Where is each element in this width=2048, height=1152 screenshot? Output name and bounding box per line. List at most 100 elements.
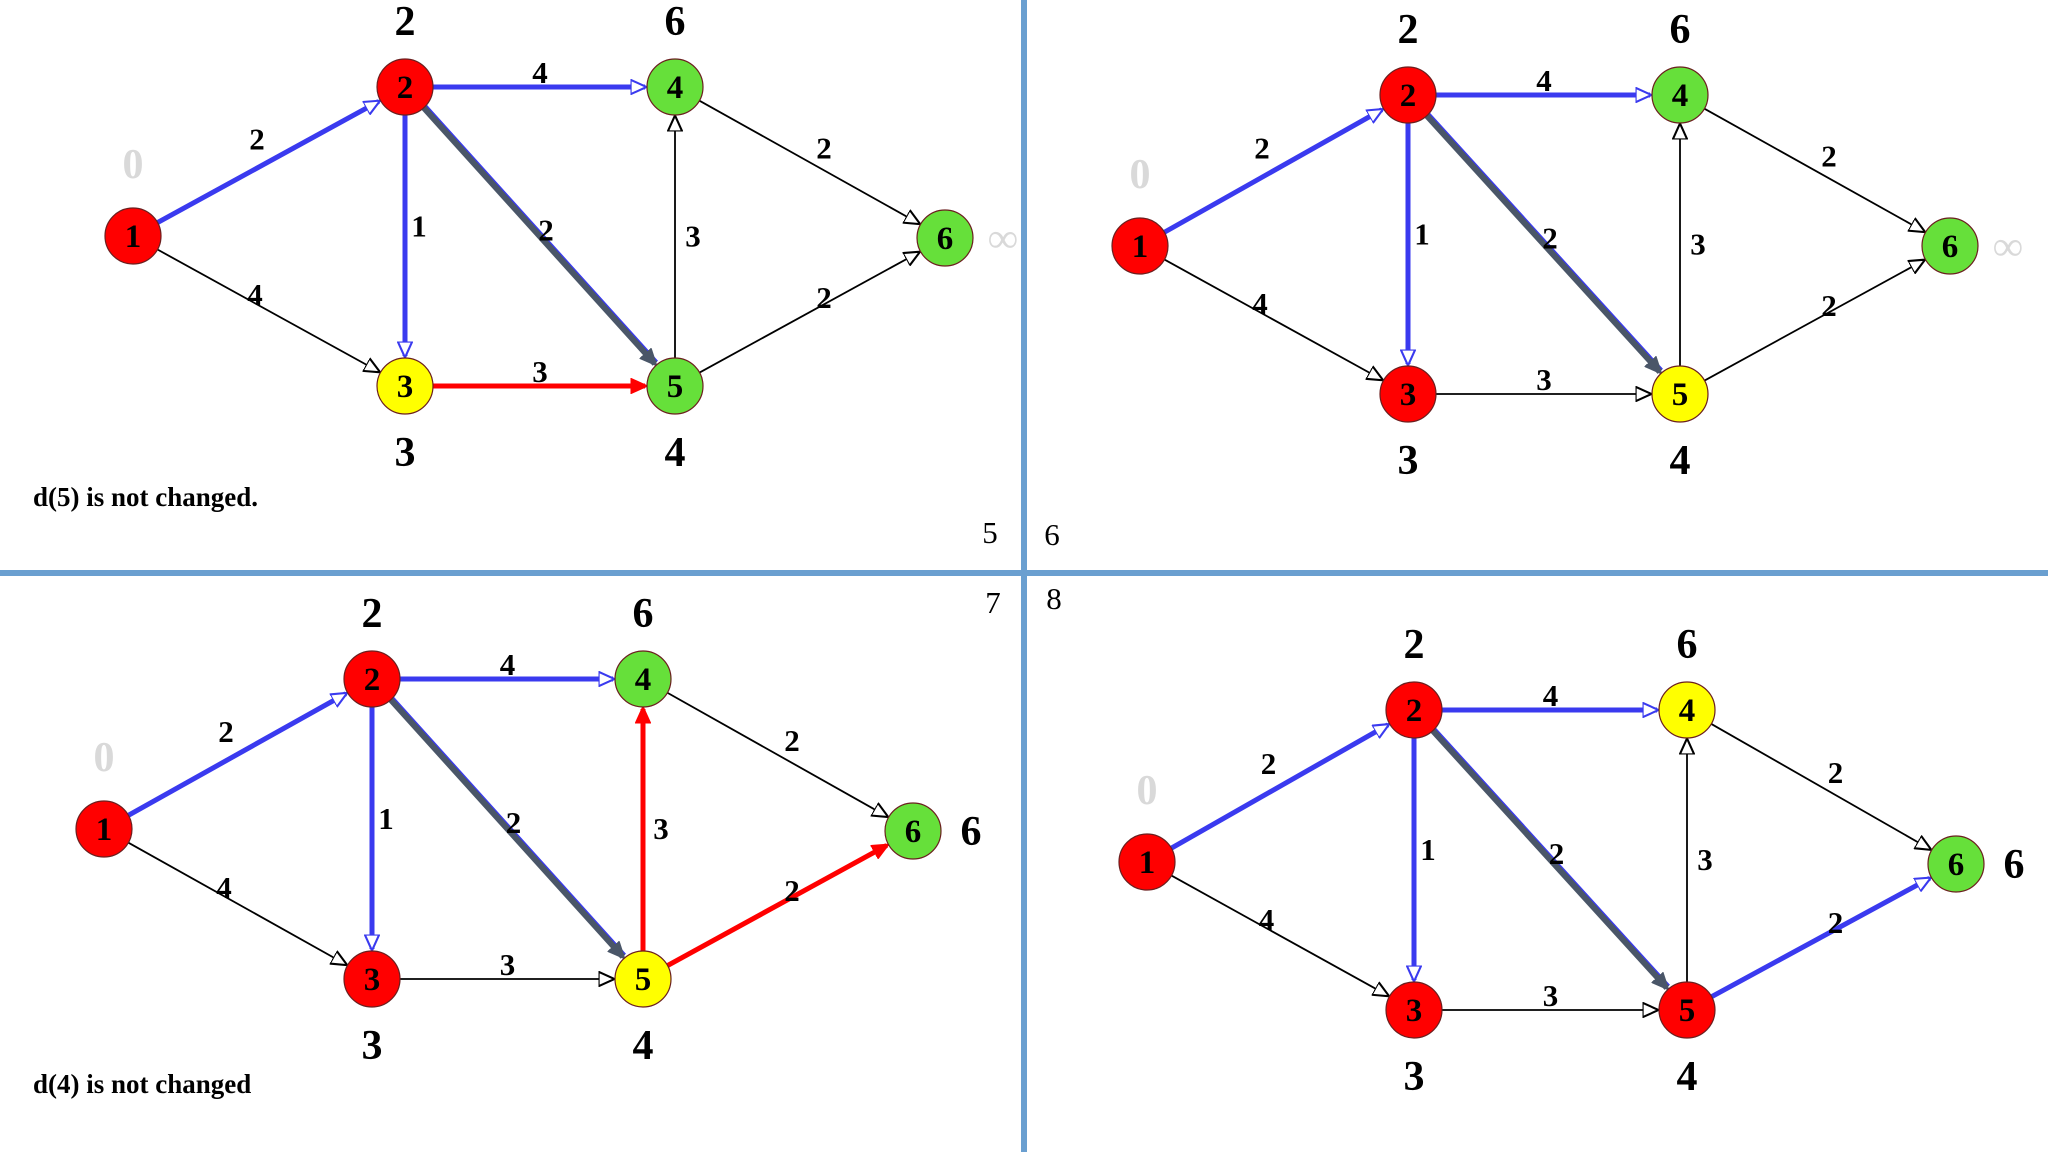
edge-weight-1-2: 2	[1254, 131, 1270, 166]
node-5	[646, 357, 704, 415]
distance-label-node-5: 4	[633, 1023, 654, 1069]
edge-5-6	[699, 252, 919, 374]
edge-2-5	[421, 105, 655, 364]
node-label: 2	[364, 662, 381, 698]
edge-5-6	[1710, 876, 1930, 999]
distance-label-node-4: 6	[1670, 7, 1691, 53]
distance-label-node-3: 3	[1404, 1054, 1425, 1100]
edge-5-6	[666, 843, 887, 968]
panel-number: 7	[985, 585, 1001, 620]
distance-label-node-5: 4	[1677, 1054, 1698, 1100]
edge-weight-5-6: 2	[1821, 288, 1837, 323]
distance-label-node-2: 2	[1398, 7, 1419, 53]
edge-weight-1-3: 4	[247, 277, 263, 312]
panel-number: 5	[982, 515, 998, 550]
edge-weight-1-2: 2	[1261, 746, 1277, 781]
distance-label-node-3: 3	[395, 430, 416, 476]
node-label: 1	[1139, 845, 1156, 881]
node-4	[1651, 66, 1709, 124]
distance-label-node-6: 6	[961, 809, 982, 855]
node-label: 3	[1400, 377, 1417, 413]
edge-weight-2-5: 2	[506, 805, 522, 840]
node-label: 5	[1679, 993, 1696, 1029]
node-3	[343, 950, 401, 1008]
edge-2-5	[388, 697, 623, 957]
distance-label-node-1: 0	[1137, 768, 1158, 814]
edge-weight-2-5: 2	[1549, 836, 1565, 871]
node-6	[916, 209, 974, 267]
node-1	[1118, 833, 1176, 891]
edge-weight-5-4: 3	[685, 219, 701, 254]
edge-1-3	[157, 248, 379, 372]
node-4	[614, 650, 672, 708]
edge-weight-3-5: 3	[1536, 362, 1552, 397]
edge-4-6	[666, 691, 886, 817]
edge-weight-5-6: 2	[816, 280, 832, 315]
edge-5-6	[1704, 260, 1924, 382]
edge-weight-2-5: 2	[1542, 221, 1558, 256]
node-6	[884, 802, 942, 860]
edge-weight-4-6: 2	[1828, 755, 1844, 790]
edge-weight-5-4: 3	[1697, 842, 1713, 877]
edge-weight-5-6: 2	[784, 873, 800, 908]
edge-weight-4-6: 2	[816, 131, 832, 166]
edge-weight-2-4: 4	[1536, 63, 1552, 98]
distance-label-node-3: 3	[362, 1023, 383, 1069]
node-3	[1379, 365, 1437, 423]
node-1	[104, 207, 162, 265]
edge-2-5	[1424, 113, 1660, 372]
edge-4-6	[1703, 107, 1923, 232]
node-label: 4	[667, 70, 684, 106]
distance-label-node-1: 0	[123, 142, 144, 188]
node-label: 3	[364, 962, 381, 998]
node-label: 6	[1948, 847, 1965, 883]
edge-1-2	[1170, 722, 1388, 851]
node-label: 6	[1942, 229, 1959, 265]
distance-label-node-4: 6	[665, 0, 686, 45]
distance-label-node-2: 2	[362, 591, 383, 637]
node-label: 6	[937, 221, 954, 257]
node-5	[1658, 981, 1716, 1039]
edge-1-2	[1163, 107, 1381, 235]
distance-label-node-6: ∞	[988, 216, 1018, 262]
distance-label-node-1: 0	[94, 735, 115, 781]
node-2	[1385, 681, 1443, 739]
edge-1-3	[127, 841, 345, 965]
edge-1-3	[1171, 874, 1387, 996]
edge-weight-5-4: 3	[653, 811, 669, 846]
node-2	[1379, 66, 1437, 124]
node-3	[376, 357, 434, 415]
edge-weight-3-5: 3	[500, 947, 516, 982]
panel-caption: d(5) is not changed.	[33, 482, 258, 512]
node-label: 2	[1406, 693, 1423, 729]
edge-weight-3-5: 3	[532, 354, 548, 389]
edge-weight-1-2: 2	[249, 122, 265, 157]
edge-weight-4-6: 2	[1821, 139, 1837, 174]
edge-weight-2-5: 2	[538, 213, 554, 248]
edge-weight-2-3: 1	[411, 209, 427, 244]
node-label: 5	[667, 369, 684, 405]
node-label: 5	[635, 962, 652, 998]
node-label: 4	[635, 662, 652, 698]
distance-label-node-2: 2	[395, 0, 416, 45]
node-4	[1658, 681, 1716, 739]
node-label: 1	[125, 219, 142, 255]
edge-weight-2-4: 4	[500, 647, 516, 682]
edge-2-5	[1430, 728, 1667, 988]
edge-1-2	[127, 691, 345, 818]
distance-label-node-4: 6	[1677, 622, 1698, 668]
edge-4-6	[698, 99, 918, 224]
distance-label-node-6: 6	[2004, 842, 2025, 888]
distance-label-node-5: 4	[1670, 438, 1691, 484]
node-1	[1111, 217, 1169, 275]
edge-weight-1-3: 4	[1252, 286, 1268, 321]
node-2	[376, 58, 434, 116]
node-4	[646, 58, 704, 116]
distance-label-node-1: 0	[1130, 152, 1151, 198]
distance-label-node-3: 3	[1398, 438, 1419, 484]
horizontal-divider	[0, 570, 2048, 576]
edge-weight-2-3: 1	[1414, 217, 1430, 252]
